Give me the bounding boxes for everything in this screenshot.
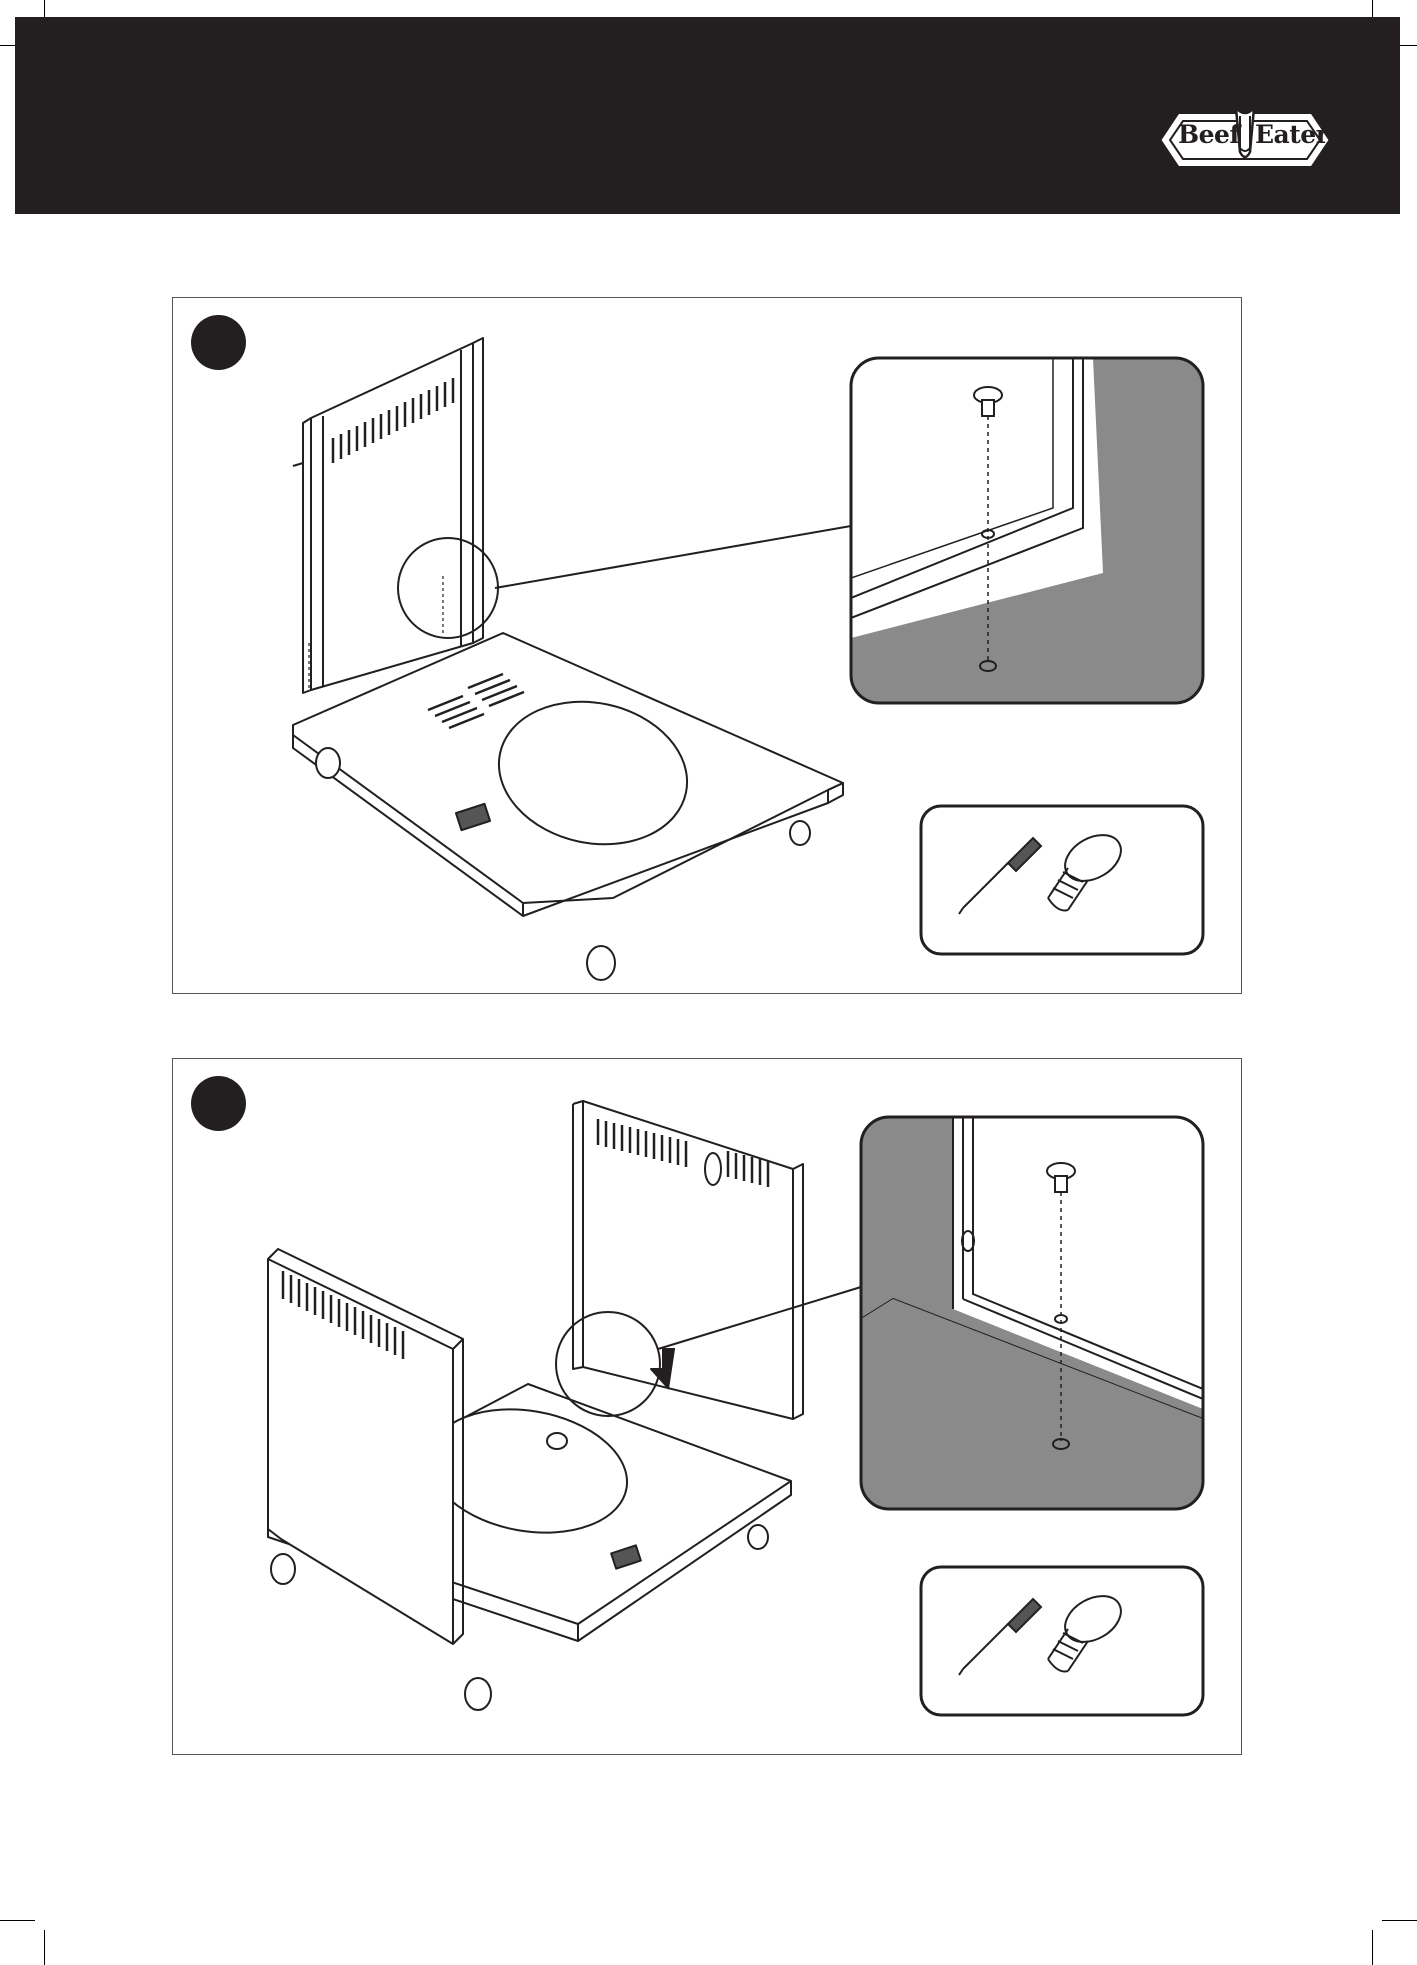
step-panel-2 <box>172 1058 1242 1755</box>
crop-mark <box>0 1920 35 1921</box>
brand-logo: Beef Eater <box>1160 102 1330 178</box>
header-bar: Beef Eater <box>15 17 1400 214</box>
logo-text-right: Eater <box>1255 120 1328 149</box>
crop-mark <box>44 1930 45 1965</box>
step-panel-1 <box>172 297 1242 994</box>
crop-mark <box>1372 1930 1373 1965</box>
crop-mark <box>1382 1920 1417 1921</box>
logo-text-left: Beef <box>1178 120 1240 149</box>
tools-box <box>173 1059 1243 1756</box>
tools-box <box>173 298 1243 995</box>
